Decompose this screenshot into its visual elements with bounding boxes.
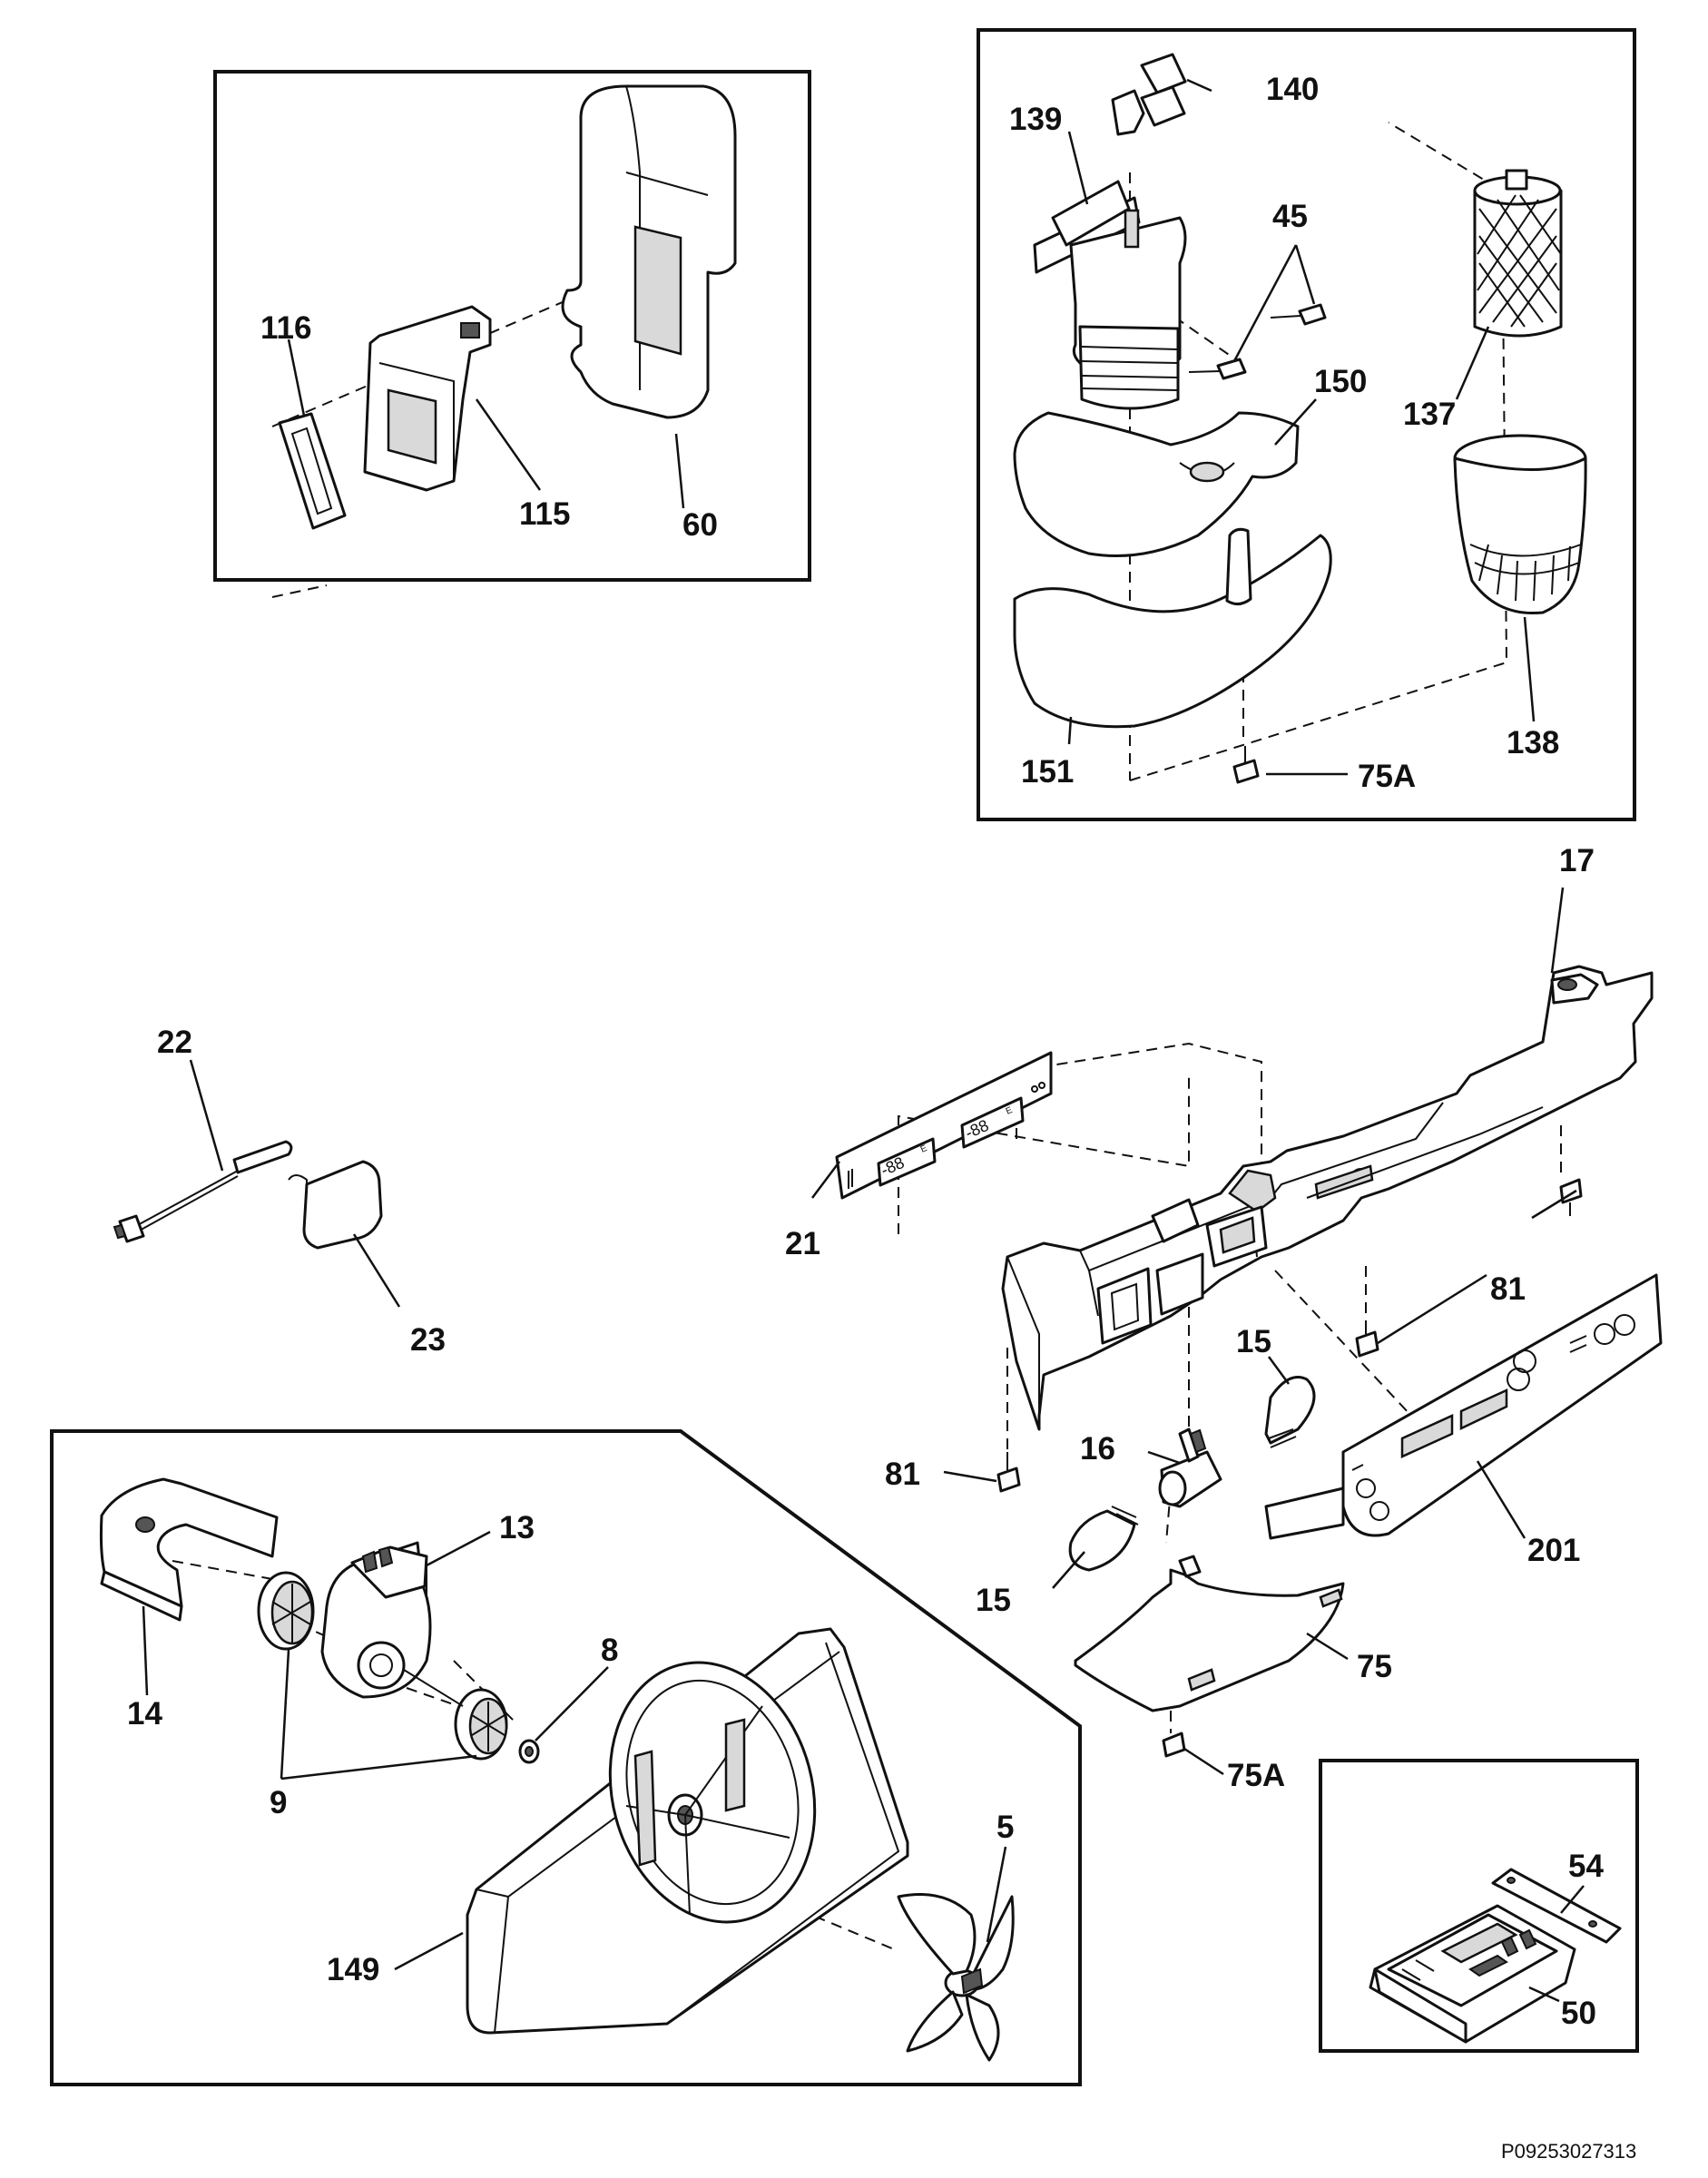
part-81-screw-middle (1355, 1320, 1379, 1358)
part-9-wheel-left (257, 1571, 315, 1651)
label-149: 149 (327, 1952, 379, 1987)
label-116: 116 (260, 310, 311, 346)
part-23-sensor-cover (288, 1160, 383, 1250)
part-45-screws (1188, 303, 1327, 380)
part-140-elbow-fitting (1111, 53, 1187, 136)
label-21: 21 (785, 1226, 820, 1261)
part-81-screw-left (996, 1452, 1021, 1493)
label-15-bottom: 15 (976, 1583, 1011, 1618)
part-50-control-module (1369, 1904, 1576, 2044)
part-151-lower-cover (1013, 527, 1332, 729)
part-54-bracket (1491, 1868, 1622, 1944)
dispenser-control-assembly: -88 -88 E E (811, 887, 1663, 1776)
part-15-lamp-lower (1068, 1506, 1139, 1572)
part-75A-screw-lower (1162, 1732, 1186, 1758)
display-unit-left: E (919, 1143, 929, 1155)
label-45: 45 (1272, 199, 1308, 234)
inset-box-fan-assembly (50, 1429, 1082, 2086)
part-17-dispenser-housing (1001, 965, 1654, 1431)
label-75: 75 (1357, 1649, 1392, 1684)
part-21-display-board: -88 -88 E E (835, 1051, 1053, 1200)
part-116-gasket (278, 412, 347, 530)
label-14: 14 (127, 1696, 162, 1732)
label-22: 22 (157, 1025, 192, 1060)
label-17: 17 (1559, 843, 1595, 878)
part-115-actuator (363, 305, 492, 492)
label-115: 115 (519, 496, 570, 532)
parts-thermistor-group (113, 584, 401, 1308)
label-138: 138 (1507, 725, 1559, 760)
label-23: 23 (410, 1322, 446, 1358)
label-150: 150 (1314, 364, 1367, 399)
part-5-fan-blade (897, 1893, 1015, 2062)
part-60-housing (561, 84, 737, 419)
part-15-lamp-upper (1264, 1376, 1316, 1448)
label-139: 139 (1009, 102, 1062, 137)
label-81-left: 81 (885, 1457, 920, 1492)
label-201: 201 (1527, 1533, 1580, 1568)
label-5: 5 (996, 1810, 1014, 1845)
part-149-fan-shroud (466, 1627, 909, 2035)
part-150-upper-cover (1013, 411, 1300, 557)
label-137: 137 (1403, 397, 1456, 432)
part-22-thermistor (113, 1140, 293, 1243)
label-140: 140 (1266, 72, 1319, 107)
part-75A-screw-upper (1232, 746, 1260, 784)
part-137-filter-cartridge (1473, 169, 1563, 338)
part-139-filter-head (1033, 180, 1187, 410)
drawing-code: P09253027313 (1501, 2140, 1636, 2163)
part-13-motor (320, 1541, 464, 1707)
label-75A-bottom: 75A (1227, 1758, 1285, 1793)
label-9: 9 (270, 1785, 287, 1820)
part-8-washer (518, 1739, 540, 1764)
label-16: 16 (1080, 1431, 1115, 1467)
part-75-light-shield (1074, 1555, 1345, 1712)
inset-box-dispenser-actuator (213, 70, 811, 582)
label-8: 8 (601, 1633, 618, 1668)
label-15-top: 15 (1236, 1324, 1271, 1359)
part-9-wheel-right (454, 1688, 508, 1761)
label-75A-top: 75A (1358, 759, 1416, 794)
label-151: 151 (1021, 754, 1074, 790)
part-labels: 116 115 60 139 140 45 150 137 151 75A 13… (127, 72, 1604, 2031)
label-60: 60 (682, 507, 718, 543)
display-unit-right: E (1005, 1105, 1015, 1117)
part-138-filter-bowl (1453, 434, 1587, 615)
part-14-bracket (99, 1477, 279, 1622)
label-50: 50 (1561, 1996, 1596, 2031)
part-201-control-panel (1264, 1273, 1663, 1540)
part-16-lamp-socket (1158, 1427, 1222, 1508)
inset-box-control-module (1319, 1759, 1639, 2053)
label-54: 54 (1568, 1849, 1604, 1884)
inset-box-water-filter (977, 28, 1636, 821)
label-13: 13 (499, 1510, 535, 1545)
label-81-right: 81 (1490, 1271, 1526, 1307)
